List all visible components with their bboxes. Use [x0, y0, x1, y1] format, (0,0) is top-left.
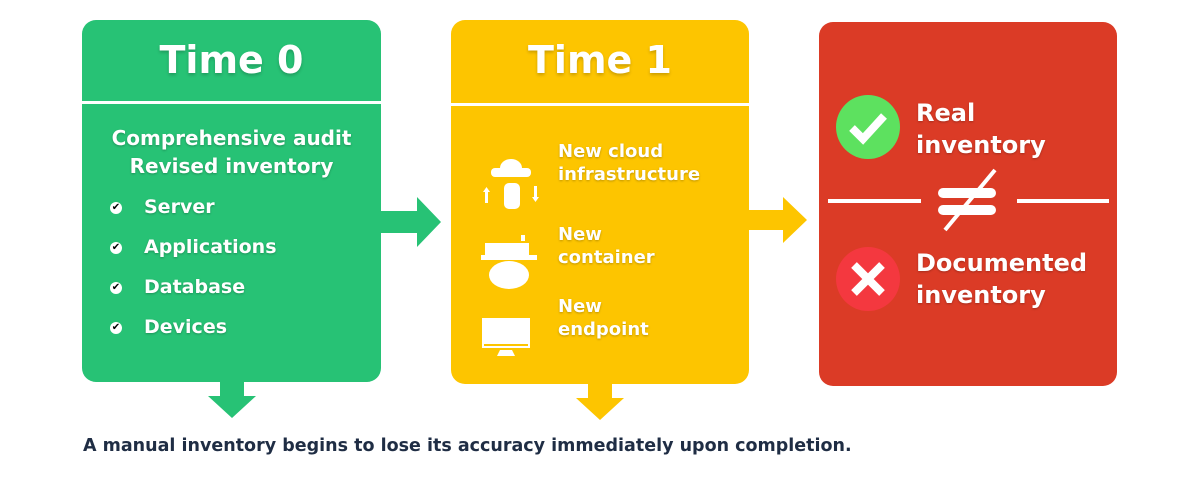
check-icon: ✔ — [110, 242, 122, 254]
item-label: Database — [144, 276, 246, 298]
time1-title: Time 1 — [528, 38, 672, 82]
time0-heading: Comprehensive audit Revised inventory — [82, 124, 381, 180]
time0-panel: Time 0 Comprehensive audit Revised inven… — [82, 20, 381, 382]
label-line: New cloud — [558, 141, 664, 162]
real-inventory-label: Real inventory — [916, 97, 1046, 161]
item-label: Applications — [144, 236, 277, 258]
label-line: Documented — [916, 249, 1088, 277]
down-arrow-icon — [576, 384, 624, 420]
label-line: inventory — [916, 281, 1046, 309]
item-label: Server — [144, 196, 215, 218]
label-line: New — [558, 224, 602, 245]
check-icon: ✔ — [110, 322, 122, 334]
cloud-database-icon — [483, 159, 539, 209]
label-line: New — [558, 296, 602, 317]
divider — [82, 101, 381, 104]
check-icon: ✔ — [110, 202, 122, 214]
result-panel: Real inventory Documented inventory — [819, 22, 1117, 386]
caption: A manual inventory begins to lose its ac… — [83, 436, 852, 456]
divider — [451, 103, 749, 106]
down-arrow-icon — [208, 382, 256, 418]
divider-left — [828, 199, 921, 203]
label-line: Real — [916, 99, 976, 127]
right-arrow-icon — [381, 197, 441, 247]
check-circle-icon — [836, 95, 900, 159]
divider-right — [1017, 199, 1109, 203]
check-icon: ✔ — [110, 282, 122, 294]
container-ship-icon — [481, 235, 537, 289]
right-arrow-icon — [749, 197, 807, 243]
time0-title: Time 0 — [159, 38, 304, 82]
label-line: infrastructure — [558, 164, 701, 185]
monitor-icon — [482, 318, 530, 356]
label-line: container — [558, 247, 655, 268]
item-label: Devices — [144, 316, 228, 338]
label-line: endpoint — [558, 319, 649, 340]
heading-line-2: Revised inventory — [129, 154, 334, 178]
label-line: inventory — [916, 131, 1046, 159]
not-equal-icon — [938, 168, 997, 232]
heading-line-1: Comprehensive audit — [111, 126, 352, 150]
x-circle-icon — [836, 247, 900, 311]
documented-inventory-label: Documented inventory — [916, 247, 1087, 311]
